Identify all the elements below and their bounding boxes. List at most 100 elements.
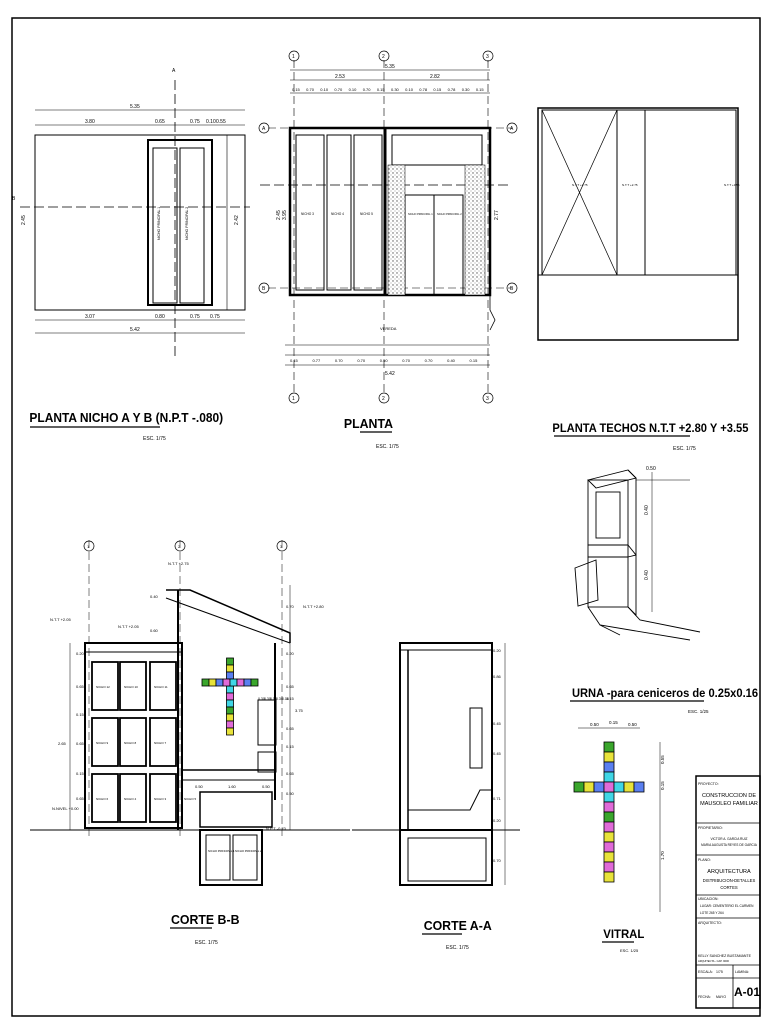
planta-bottom-seg: 0.40 (447, 358, 456, 363)
vitral-dim-5: 0.15 (660, 781, 665, 790)
urna-drawing (574, 469, 701, 641)
planta-bottom-seg: 0.70 (335, 358, 344, 363)
bb-cross-pane (226, 657, 234, 666)
bb-cross-pane (226, 706, 234, 715)
urna-title: URNA -para ceniceros de 0.25x0.16 (572, 688, 759, 700)
planta-scale: ESC. 1/75 (376, 444, 399, 450)
planta-side-3: 2.77 (494, 210, 500, 220)
planta-axis-a-left: A (262, 126, 266, 132)
nicho-dim-total-bottom: 5.42 (130, 327, 140, 333)
aa-dim: 0.20 (493, 648, 502, 653)
planta-title: PLANTA (344, 417, 393, 431)
vitral-dim-6: 1.70 (660, 851, 665, 860)
corte-bb-scale: ESC. 1/75 (195, 940, 218, 946)
vitral-cross-pane (613, 781, 625, 793)
planta-axis-1-bottom: 1 (292, 396, 295, 402)
vitral-cross-pane (603, 871, 615, 883)
bb-nicho-box (91, 717, 119, 767)
vitral-cross-pane (583, 781, 595, 793)
tb-architect-label: ARQUITECTO: (698, 921, 722, 925)
planta-vereda: VEREDA (380, 326, 397, 331)
bb-cross-pane (226, 692, 234, 701)
planta-top-seg: 0.70 (363, 87, 372, 92)
nicho-dim-bottom1: 3.07 (85, 314, 95, 320)
tb-scale: 1/75 (716, 970, 723, 974)
bb-left-dim: 0.65 (76, 796, 85, 801)
bb-nicho-label: NICHO 5 (184, 797, 197, 801)
planta-nicho-4: NICHO 4 (331, 212, 344, 216)
planta-hatch-left (387, 164, 406, 296)
planta-nicho-drawing (20, 80, 250, 360)
corte-bb-drawing (30, 540, 350, 886)
planta-axis-2-top: 2 (382, 54, 385, 60)
bb-dim-060: 0.60 (150, 628, 159, 633)
planta-top-dim-1: 2.53 (335, 74, 345, 80)
bb-dim-050b: 0.50 (262, 784, 271, 789)
bb-dim-375: 3.75 (295, 708, 304, 713)
corte-aa-title: CORTE A-A (424, 919, 492, 933)
bb-cross-pane (236, 678, 245, 687)
nicho-dim-total: 5.35 (130, 104, 140, 110)
bb-dim-050a: 0.50 (195, 784, 204, 789)
tb-date: MAYO (716, 995, 726, 999)
vitral-dim-3: 0.50 (628, 722, 637, 727)
tb-owner-label: PROPIETARIO: (698, 826, 723, 830)
bb-level-1: N.T.T +2.75 (168, 561, 189, 566)
tb-location-2: LOTE 265 Y 264 (700, 911, 724, 915)
planta-techos-title: PLANTA TECHOS N.T.T +2.80 Y +3.55 (552, 423, 749, 435)
nicho-label-2: NICHO PRINCIPAL 2 (185, 207, 189, 240)
vitral-cross-pane (603, 801, 615, 813)
vitral-dim-4: 0.55 (660, 755, 665, 764)
vitral-cross-pane (603, 841, 615, 853)
vitral-cross-pane (603, 791, 615, 803)
vitral-cross-pane (603, 761, 615, 773)
planta-bottom-seg: 0.15 (290, 358, 299, 363)
bb-level-5: N.T.T +2.05 (118, 624, 139, 629)
planta-side-2: 3.95 (282, 210, 288, 220)
planta-bottom-total: 5.42 (385, 371, 395, 377)
bb-nicho-box (119, 661, 147, 711)
bb-nicho-label: NICHO 9 (96, 741, 109, 745)
bb-top-dim: 0.10 (282, 697, 289, 701)
planta-top-seg: 0.78 (419, 87, 428, 92)
aa-dim: 0.20 (493, 818, 502, 823)
bb-nicho-box (91, 661, 119, 711)
aa-dim: 0.45 (493, 721, 502, 726)
bb-left-dim: 0.15 (76, 771, 85, 776)
bb-nicho-principal-1: NICHO PRINCIPAL 1 (208, 849, 235, 853)
planta-nicho-p2: NICHO PRINCIPAL 2 (437, 212, 462, 216)
planta-top-seg: 0.30 (391, 87, 400, 92)
corte-aa-scale: ESC. 1/75 (446, 945, 469, 951)
tb-plan-label: PLANO: (698, 858, 711, 862)
planta-axis-a-right: A (510, 126, 514, 132)
bb-nicho-box (149, 773, 177, 823)
techo-label-1: N.T.T +2.75 (572, 183, 588, 187)
planta-top-seg: 0.70 (334, 87, 343, 92)
bb-cross-pane (229, 678, 238, 687)
planta-top-seg: 0.15 (292, 87, 301, 92)
bb-left-dim: 0.15 (76, 712, 85, 717)
bb-axis-1: 1 (87, 544, 90, 549)
vitral-cross-pane (573, 781, 585, 793)
techo-label-2: N.T.T +2.75 (622, 183, 638, 187)
nicho-dim-bottom-b: 0.75 (190, 314, 200, 320)
planta-axis-3-top: 3 (486, 54, 489, 60)
bb-right-dim: 0.70 (286, 604, 295, 609)
vitral-cross-pane (603, 811, 615, 823)
bb-axis-2: 2 (178, 544, 181, 549)
planta-top-seg: 0.15 (377, 87, 386, 92)
vitral-cross-pane (603, 861, 615, 873)
vitral-title: VITRAL (603, 928, 644, 941)
bb-left-dim: 0.65 (76, 684, 85, 689)
planta-top-dim-2: 2.82 (430, 74, 440, 80)
urna-dim-2: 0.40 (644, 505, 650, 515)
vitral-cross-pane (633, 781, 645, 793)
planta-hatch-right (464, 164, 486, 296)
bb-cross-pane (215, 678, 224, 687)
planta-techos-scale: ESC. 1/75 (673, 446, 696, 452)
bb-nicho-label: NICHO 7 (154, 741, 167, 745)
nicho-section-a: A (172, 68, 176, 74)
aa-dim: 0.71 (493, 796, 502, 801)
